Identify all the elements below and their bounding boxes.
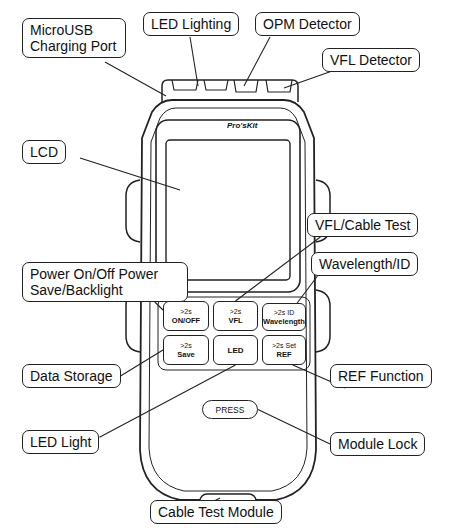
callout-label: Wavelength/ID (311, 252, 418, 276)
leader-line (155, 302, 163, 310)
label-text: MicroUSB Charging Port (30, 22, 118, 54)
leader-line (121, 350, 164, 376)
callout-label: Cable Test Module (150, 500, 282, 524)
brand-logo: Pro'sKit (226, 121, 258, 130)
label-text: Wavelength/ID (319, 256, 410, 272)
leader-line (236, 237, 321, 301)
callout-label: Data Storage (22, 364, 121, 388)
callout-label: Module Lock (330, 432, 425, 456)
label-text: Data Storage (30, 368, 113, 384)
button-text: REF (277, 350, 292, 359)
label-text: REF Function (338, 368, 424, 384)
label-text: VFL Detector (330, 52, 412, 68)
callout-label: Power On/Off Power Save/Backlight (22, 262, 188, 302)
label-text: Cable Test Module (158, 504, 274, 520)
button-text: Wavelength (263, 317, 305, 326)
button-text: LED (228, 346, 244, 355)
button-text: >2s ID (274, 309, 294, 317)
label-text: PRESS (216, 405, 245, 415)
lock-button: PRESS (202, 400, 258, 419)
button-text: >2s (230, 308, 241, 316)
keypad-button: >2sVFL (213, 301, 258, 331)
keypad-button: LED (213, 335, 258, 365)
button-text: VFL (228, 316, 242, 325)
leader-line (258, 410, 330, 445)
label-text: Power On/Off Power Save/Backlight (30, 266, 180, 298)
callout-label: VFL/Cable Test (307, 213, 418, 237)
keypad-button: >2sSave (163, 335, 209, 365)
callout-label: LED Lighting (143, 12, 239, 36)
callout-label: MicroUSB Charging Port (22, 18, 126, 58)
keypad-button: >2sON/OFF (163, 301, 209, 331)
callout-label: OPM Detector (255, 12, 360, 36)
label-text: VFL/Cable Test (315, 217, 410, 233)
keypad-button: >2s IDWavelength (262, 303, 306, 331)
label-text: Module Lock (338, 436, 417, 452)
keypad-button: >2s SetREF (262, 335, 306, 365)
label-text: LCD (30, 144, 58, 160)
label-text: LED Light (30, 434, 91, 450)
callout-label: VFL Detector (322, 48, 420, 72)
button-text: >2s Set (272, 342, 296, 350)
button-text: >2s (180, 308, 191, 316)
button-text: ON/OFF (172, 316, 200, 325)
label-text: LED Lighting (151, 16, 231, 32)
leader-line (297, 276, 317, 303)
callout-label: REF Function (330, 364, 432, 388)
callout-label: LED Light (22, 430, 99, 454)
label-text: OPM Detector (263, 16, 352, 32)
callout-label: LCD (22, 140, 66, 164)
button-text: >2s (180, 342, 191, 350)
button-text: Save (177, 350, 195, 359)
